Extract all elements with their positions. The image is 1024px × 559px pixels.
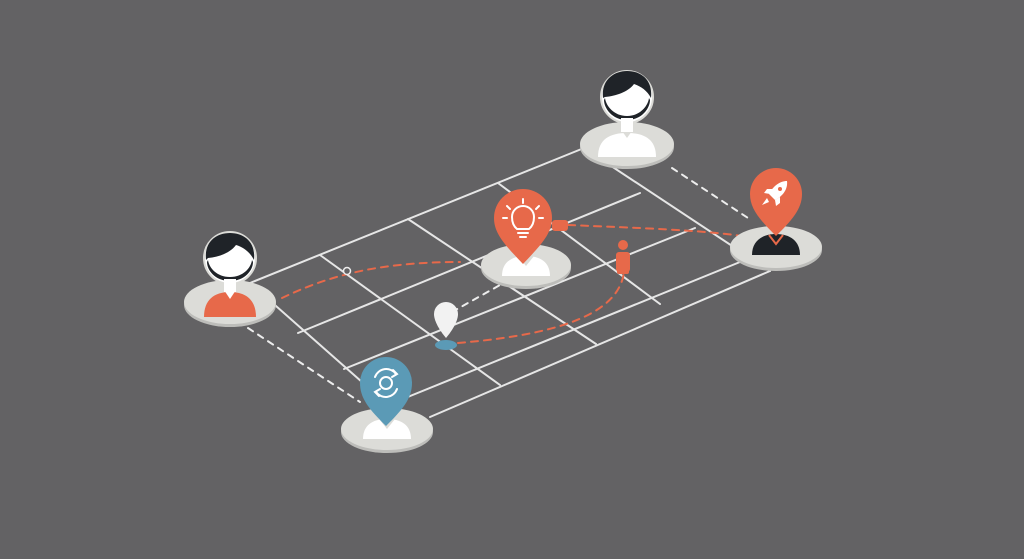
dashed-connector-white: [247, 327, 361, 403]
rocket-icon: [750, 168, 802, 236]
node-dot: [342, 266, 352, 276]
dashed-connector-white: [671, 167, 749, 219]
grid-line: [387, 261, 741, 406]
grid-line: [319, 254, 501, 386]
node-connector-block: [552, 220, 568, 231]
dashed-connector-orange: [457, 271, 625, 344]
cycle-node-bottom: [341, 357, 433, 453]
rocket-node-right: [730, 168, 822, 271]
user-node-left: [184, 231, 276, 327]
dashed-connector-orange: [281, 261, 461, 299]
person-avatar-icon: [598, 70, 656, 157]
dashed-connector-white: [451, 284, 501, 313]
refresh-cycle-icon: [360, 357, 412, 426]
idea-node-center: [481, 189, 571, 289]
grid-line: [249, 147, 585, 284]
person-figure-icon: [616, 240, 630, 274]
lightbulb-icon: [494, 189, 552, 264]
connectors: [247, 167, 749, 403]
grid-line: [343, 227, 696, 370]
grid-line: [297, 192, 641, 334]
dashed-connector-orange: [567, 224, 743, 237]
user-node-top: [580, 70, 674, 169]
person-avatar-icon: [203, 231, 257, 317]
grid-line: [429, 270, 771, 418]
map-pin-icon: [434, 302, 458, 350]
